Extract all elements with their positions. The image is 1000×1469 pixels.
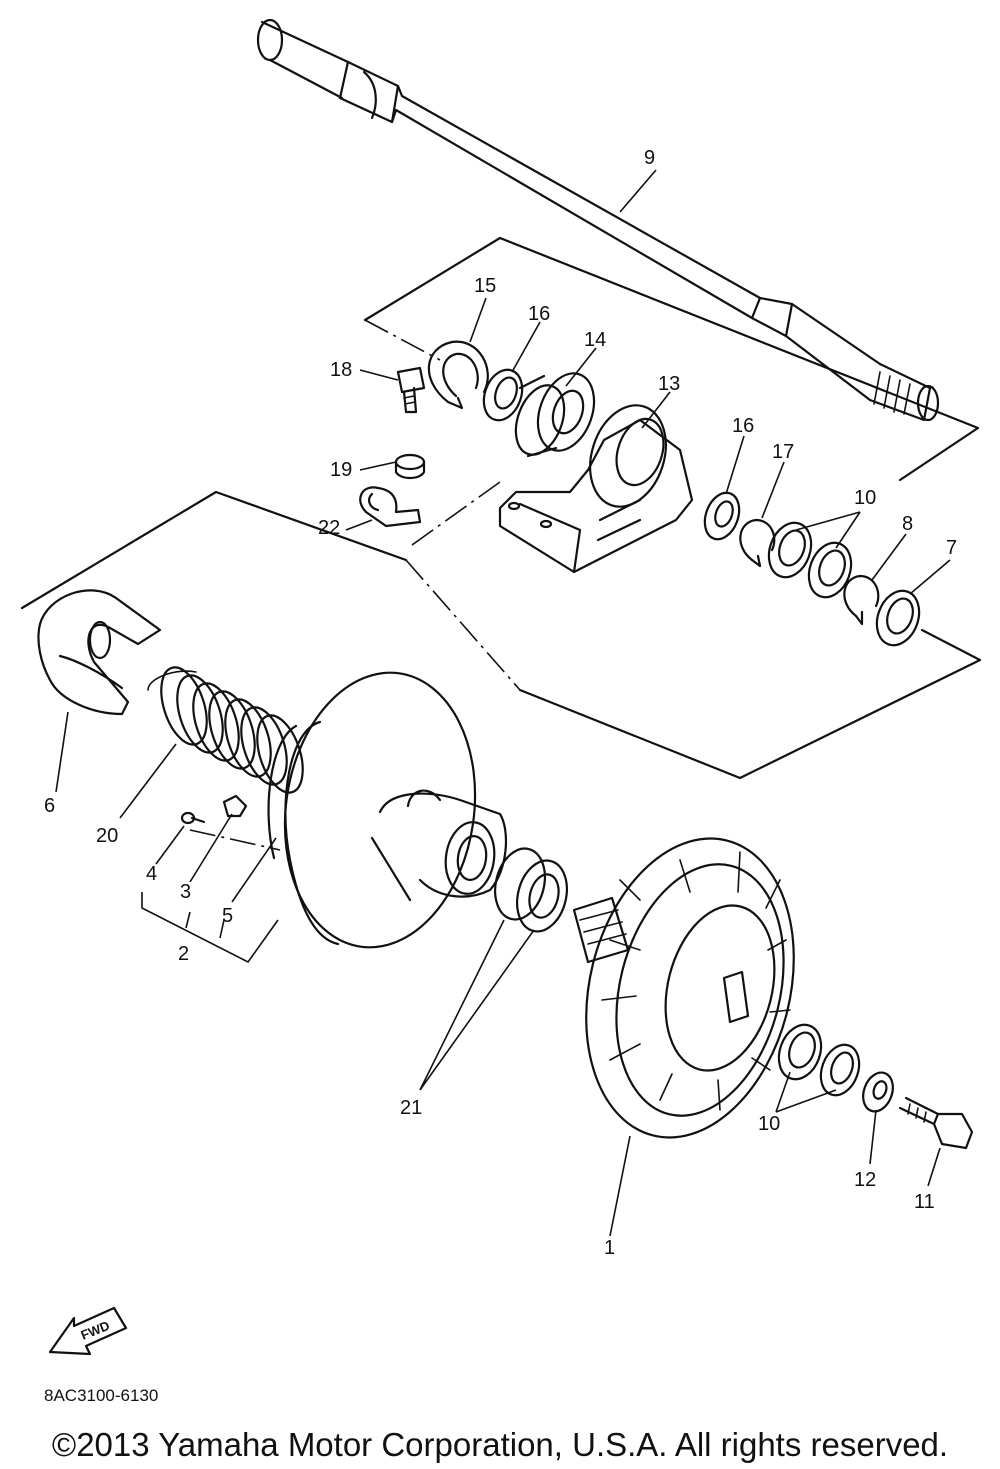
callout-3: 3: [180, 881, 191, 903]
sliding-sheave-part-2: [267, 671, 508, 949]
callout-20: 20: [96, 825, 118, 847]
callout-2: 2: [178, 943, 189, 965]
copyright-notice: ©2013 Yamaha Motor Corporation, U.S.A. A…: [51, 1426, 949, 1463]
callout-11: 11: [914, 1191, 935, 1213]
collar-part-19: [394, 453, 426, 480]
seal-part-16-upper: [482, 368, 524, 422]
upper-group-outline: [363, 236, 980, 482]
callout-8: 8: [902, 513, 913, 535]
callout-4: 4: [146, 863, 157, 885]
callout-5: 5: [222, 905, 233, 927]
bearing-housing-part-13: [498, 404, 694, 574]
callout-22: 22: [318, 517, 340, 539]
screw-part-4: [180, 811, 206, 825]
callout-7: 7: [946, 537, 957, 559]
washer-part-10-upper-a: [767, 521, 813, 579]
washer-part-10-lower-a: [777, 1023, 823, 1081]
fwd-direction-arrow: FWD: [48, 1306, 128, 1356]
callout-1: 1: [604, 1237, 615, 1259]
callout-18: 18: [330, 359, 352, 381]
seal-part-7: [875, 589, 921, 647]
callout-labels: 1 2 3 4 5 6 7 8 9 10 10 11 12 13 14 15 1…: [44, 147, 957, 1259]
callout-10-lower: 10: [758, 1113, 780, 1135]
callout-16-lower: 16: [732, 415, 754, 437]
callout-15: 15: [474, 275, 496, 297]
shaft-part-9: [256, 18, 940, 422]
callout-12: 12: [854, 1169, 876, 1191]
bearing-part-14: [514, 372, 596, 458]
circlip-part-15: [427, 340, 489, 410]
callout-21: 21: [400, 1097, 422, 1119]
fixed-sheave-part-1: [572, 837, 795, 1139]
bushing-part-21: [494, 847, 568, 933]
callout-19: 19: [330, 459, 352, 481]
bolt-part-18: [396, 366, 426, 414]
collar-part-12: [862, 1071, 894, 1113]
callout-6: 6: [44, 795, 55, 817]
bolt-part-11: [898, 1096, 974, 1150]
slider-part-3: [222, 794, 248, 818]
callout-16-upper: 16: [528, 303, 550, 325]
callout-17: 17: [772, 441, 794, 463]
drawing-code: 8AC3100-6130: [44, 1386, 159, 1405]
seal-part-16-lower: [703, 491, 741, 541]
callout-9: 9: [644, 147, 655, 169]
callout-13: 13: [658, 373, 680, 395]
washer-part-10-lower-b: [819, 1043, 861, 1097]
callout-10-upper: 10: [854, 487, 876, 509]
lower-group-outline: [20, 490, 982, 780]
spring-part-20: [147, 666, 304, 794]
clamp-part-22: [359, 486, 422, 528]
circlip-part-8: [843, 574, 880, 626]
ramp-part-6: [37, 589, 162, 716]
callout-14: 14: [584, 329, 606, 351]
leader-lines: [55, 169, 951, 1237]
